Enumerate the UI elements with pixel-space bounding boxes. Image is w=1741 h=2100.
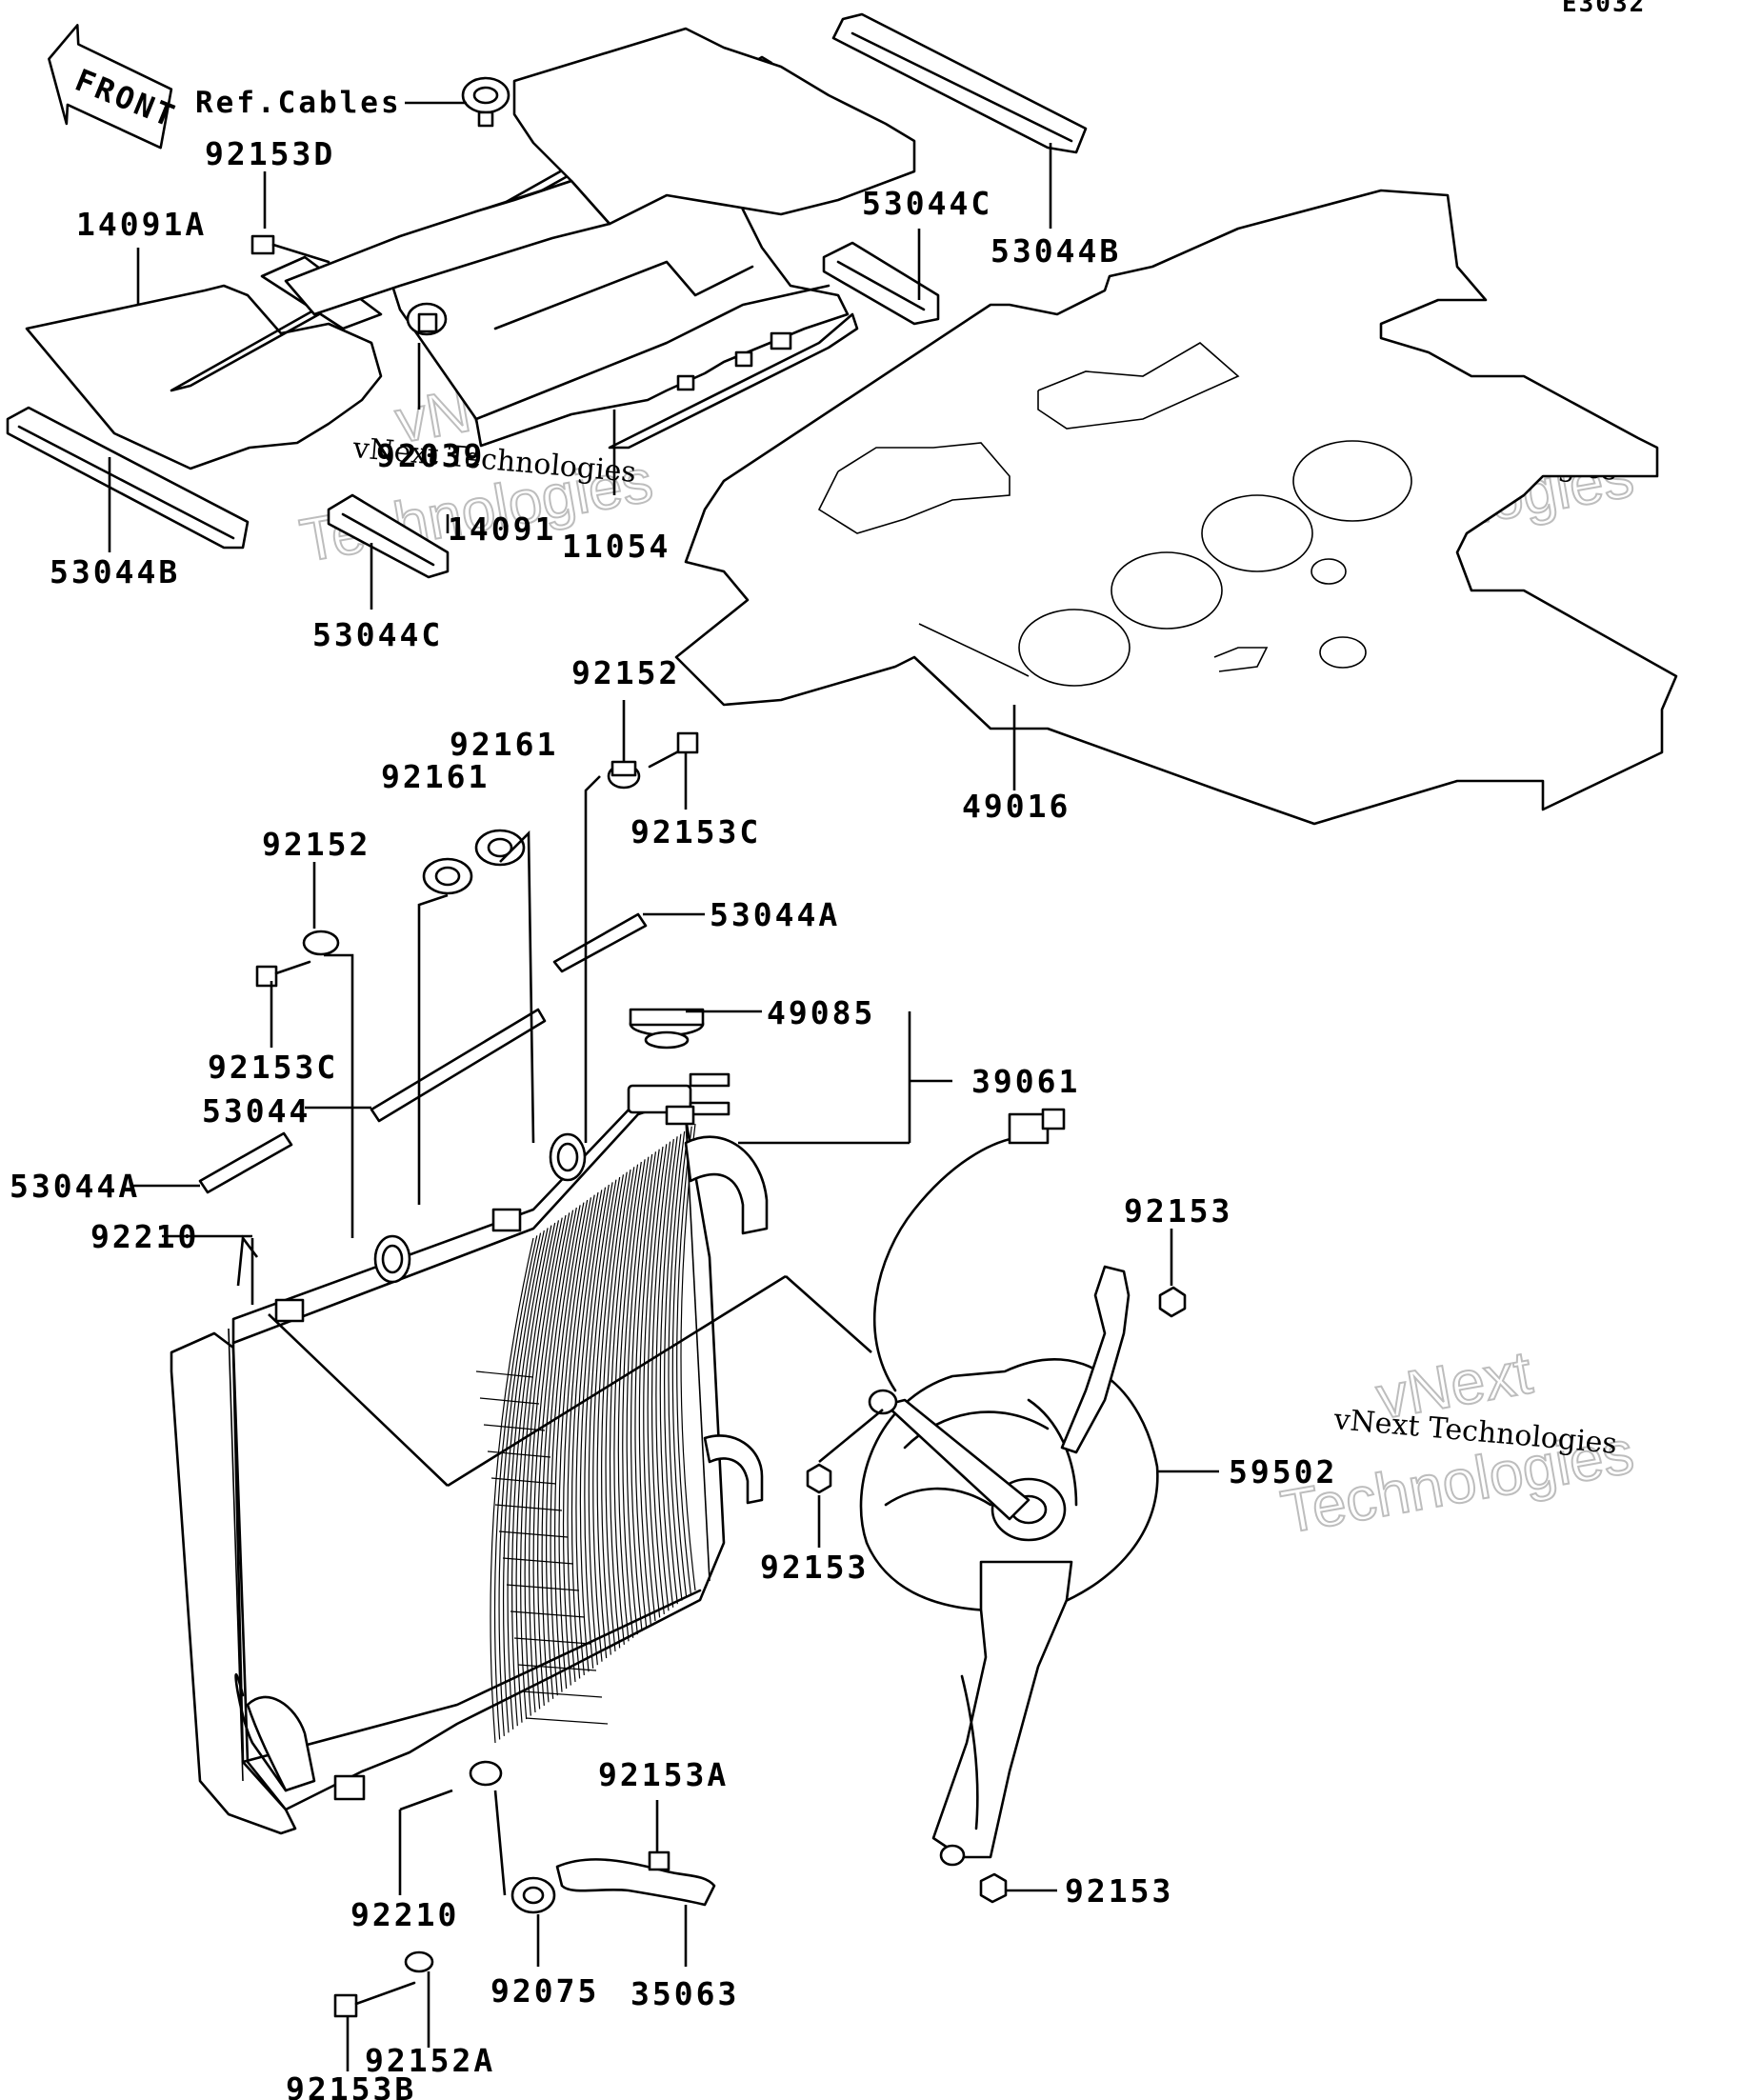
clamp-ref-cables-icon <box>461 76 510 128</box>
clip-92039-icon <box>406 302 448 336</box>
strip-53044 <box>370 1008 547 1123</box>
part-label-53044A-left: 53044A <box>10 1168 140 1205</box>
radiator-fins <box>475 1123 696 1744</box>
part-label-92153C-top: 92153C <box>630 813 761 850</box>
part-label-92153-fan-bottom: 92153 <box>1065 1872 1173 1910</box>
part-label-35063: 35063 <box>630 1975 739 2012</box>
ref-note: Ref.Cables <box>195 86 402 120</box>
part-label-53044C-left: 53044C <box>312 616 443 653</box>
part-label-92153-mid: 92153 <box>760 1549 869 1586</box>
part-label-92153B: 92153B <box>286 2070 416 2100</box>
diagram-code: E3032 <box>1562 0 1646 18</box>
part-label-92153C-left: 92153C <box>208 1049 338 1086</box>
part-label-92152-left: 92152 <box>262 826 370 863</box>
part-label-92152-top: 92152 <box>571 654 680 691</box>
grommet-92075-icon <box>510 1876 556 1914</box>
bolt-92153C-left-icon <box>255 960 311 988</box>
leader-lines <box>108 101 1219 2071</box>
bracket-top-left <box>274 1132 587 1323</box>
part-label-92075: 92075 <box>490 1972 599 2010</box>
grommet-92161-a <box>422 857 473 895</box>
part-label-92153D: 92153D <box>205 135 335 172</box>
part-label-49085: 49085 <box>767 994 875 1031</box>
collar-92152A-icon <box>404 1950 434 1973</box>
fan-59502 <box>859 1108 1159 1867</box>
bracket-35063 <box>555 1858 716 1907</box>
grommet-92161-b <box>474 829 526 867</box>
part-labels: Ref.Cables 92153D 14091A 53044B 53044C 9… <box>10 86 1337 2100</box>
part-label-92152A: 92152A <box>365 2042 495 2079</box>
part-label-53044C-right: 53044C <box>862 185 992 222</box>
top-plate <box>512 27 916 226</box>
part-label-92039: 92039 <box>376 437 485 474</box>
part-label-14091A: 14091A <box>76 206 207 243</box>
rubber-strip-53044B-left <box>6 406 250 550</box>
front-arrow-icon: FRONT <box>48 24 182 150</box>
part-label-14091: 14091 <box>448 510 556 548</box>
under-cover-49016 <box>674 189 1678 826</box>
bolt-92153B-icon <box>333 1981 416 2018</box>
bolt-92153D-icon <box>250 234 330 264</box>
part-label-92161-b: 92161 <box>450 726 558 763</box>
nut-92153-fan-bottom-icon <box>979 1872 1008 1904</box>
part-label-59502: 59502 <box>1229 1453 1337 1490</box>
rubber-strip-53044C-right <box>822 241 940 326</box>
part-label-53044B-left: 53044B <box>50 553 180 590</box>
part-label-92210-top: 92210 <box>90 1218 199 1255</box>
part-label-53044: 53044 <box>202 1092 310 1130</box>
collar-92152-top-icon <box>607 760 641 790</box>
strip-53044A-top <box>552 912 648 973</box>
strip-53044A-left <box>198 1131 293 1194</box>
radiator-core <box>170 1093 726 1835</box>
radiator-filler-neck <box>627 1072 730 1126</box>
rubber-strip-53044C-left <box>327 493 450 579</box>
part-label-92153A: 92153A <box>598 1756 729 1793</box>
bolt-92153C-top-icon <box>648 731 699 769</box>
bolt-92153A-icon <box>648 1850 670 1871</box>
radiator-outlet-pipe <box>684 1135 769 1505</box>
collar-92152-left-icon <box>302 930 340 956</box>
bracket-bottom <box>333 1760 503 1801</box>
watermark-mid-right: vNext Technologies vNext Technologies <box>1275 1336 1639 1547</box>
nut-92153-fan-top-icon <box>1158 1286 1187 1318</box>
part-label-92161-a: 92161 <box>381 758 490 795</box>
nut-92153-mid-icon <box>806 1463 832 1494</box>
part-label-11054: 11054 <box>562 528 670 565</box>
part-label-53044B-right: 53044B <box>991 232 1121 270</box>
part-label-92210-bottom: 92210 <box>350 1896 459 1933</box>
part-label-53044A-top: 53044A <box>710 896 840 933</box>
part-label-49016: 49016 <box>962 788 1071 825</box>
radiator-cap-49085-icon <box>629 1008 705 1050</box>
part-label-39061: 39061 <box>971 1063 1080 1100</box>
upper-shield <box>284 179 611 316</box>
part-label-92153-fan-top: 92153 <box>1124 1192 1232 1230</box>
rubber-strip-53044B-top <box>831 12 1088 154</box>
